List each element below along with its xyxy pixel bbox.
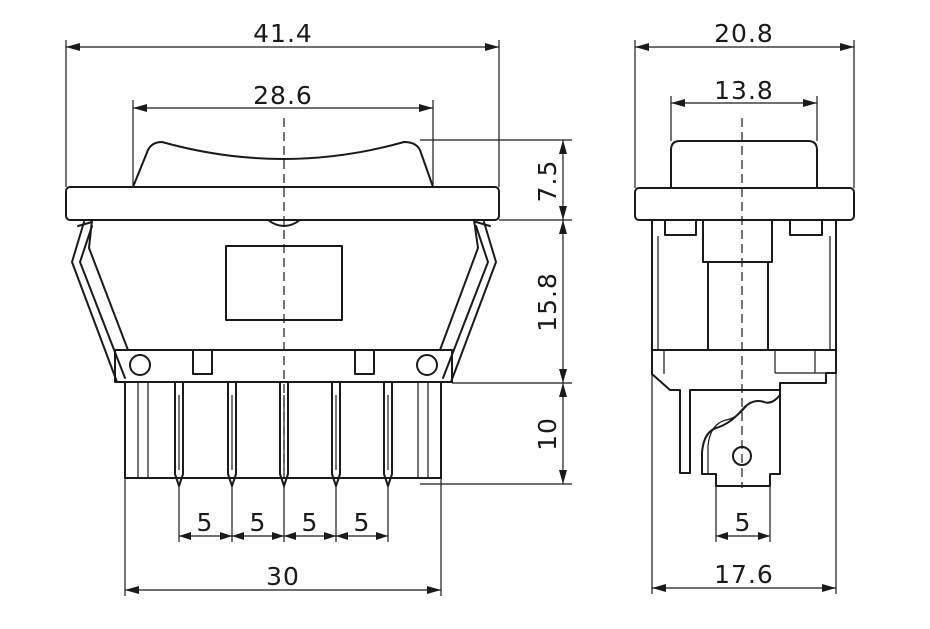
dim-body-height: 15.8	[533, 272, 562, 332]
top-flange	[65, 186, 500, 221]
dim-base-depth: 17.6	[714, 560, 774, 589]
right-mount-hole	[416, 354, 438, 376]
side-flange	[634, 187, 855, 221]
dim-overall-depth: 20.8	[714, 19, 774, 48]
side-base	[651, 349, 837, 474]
dim-overall-width: 41.4	[253, 19, 313, 48]
dim-terminal-length: 10	[533, 417, 562, 451]
dim-rocker-height: 7.5	[533, 160, 562, 203]
left-mount-hole	[129, 354, 151, 376]
front-view	[65, 118, 500, 488]
base-strip	[114, 349, 453, 383]
dim-pitch-1: 5	[197, 508, 214, 537]
dim-terminal-width: 5	[735, 508, 752, 537]
front-dimensions: 41.4 28.6 7.5 15.8 10 5 5 5 5	[65, 19, 572, 596]
dim-base-width: 30	[266, 562, 300, 591]
dim-pitch-2: 5	[250, 508, 267, 537]
side-right-tab	[789, 219, 823, 236]
right-clip	[442, 221, 497, 383]
side-dimensions: 20.8 13.8 5 17.6	[634, 19, 855, 594]
dim-pitch-4: 5	[354, 508, 371, 537]
dim-rocker-depth: 13.8	[714, 76, 774, 105]
terminal-housing	[124, 381, 442, 479]
dim-pitch-3: 5	[302, 508, 319, 537]
side-body	[651, 219, 837, 351]
left-clip	[71, 221, 126, 383]
rocker-actuator	[132, 141, 434, 188]
side-rocker	[670, 140, 818, 189]
side-view	[634, 118, 855, 488]
side-terminal	[701, 394, 781, 487]
dim-rocker-width: 28.6	[253, 81, 313, 110]
side-left-tab	[664, 219, 697, 236]
